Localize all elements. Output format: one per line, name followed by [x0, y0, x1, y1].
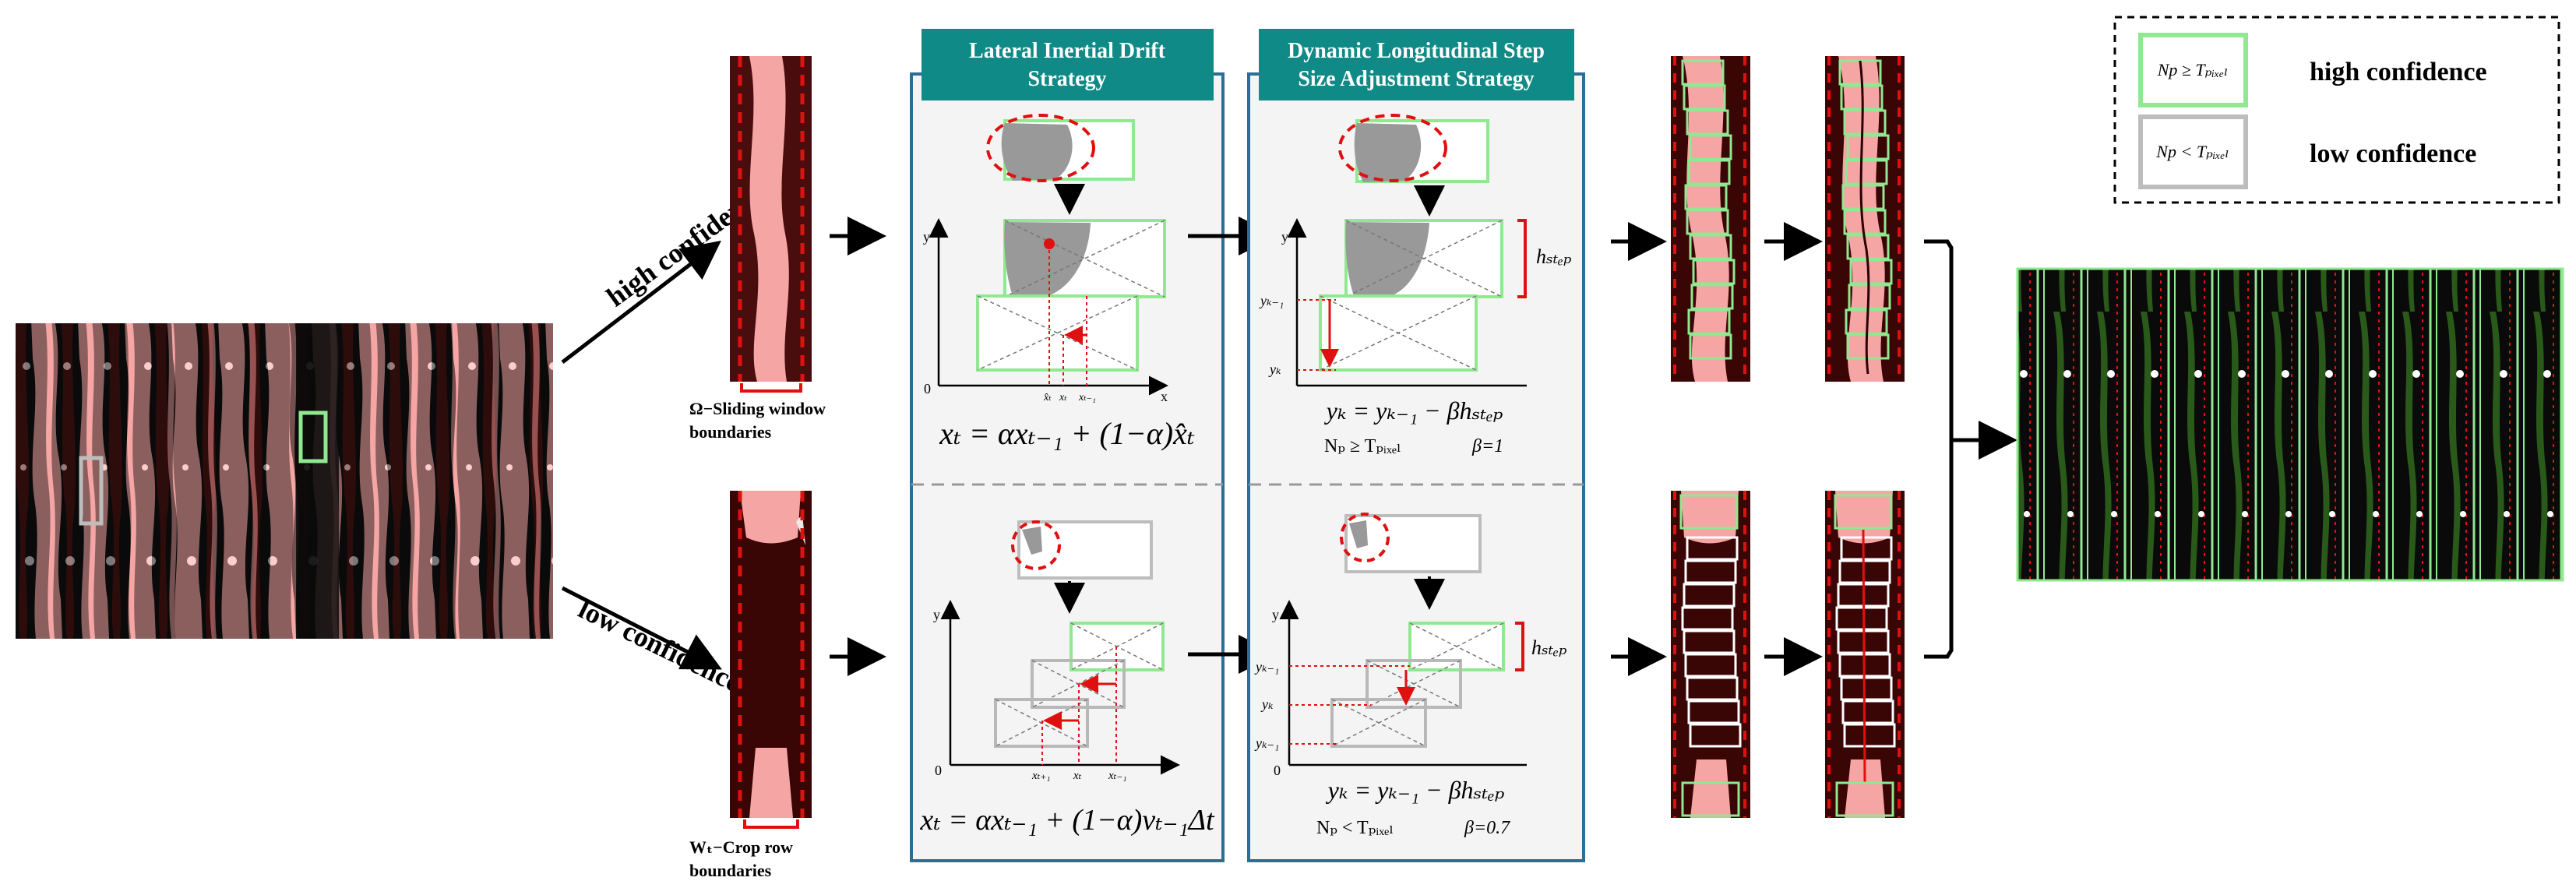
- branch-label-low: low confidence: [573, 593, 746, 698]
- lateral-high-tick-2: xₜ: [1059, 392, 1067, 403]
- longitudinal-equation-high: yₖ = yₖ₋₁ − βhₛₜₑₚ: [1324, 396, 1503, 425]
- longitudinal-low-axis-y: y: [1272, 607, 1279, 622]
- longitudinal-title: Dynamic Longitudinal Step: [1288, 39, 1545, 63]
- caption-crop-row-line2: boundaries: [689, 861, 772, 880]
- longitudinal-high-tick-1: yₖ₋₁: [1259, 293, 1284, 308]
- longitudinal-beta-low: β=0.7: [1464, 818, 1510, 838]
- input-field-image: [16, 323, 553, 639]
- input-low-confidence-box: [79, 456, 104, 526]
- longitudinal-title-line2: Size Adjustment Strategy: [1298, 67, 1534, 91]
- panel-longitudinal-step: Dynamic Longitudinal Step Size Adjustmen…: [1247, 29, 1585, 862]
- legend-condition-high: Np ≥ Tₚᵢₓₑₗ: [2157, 60, 2229, 79]
- legend-swatch-high: [2138, 33, 2248, 107]
- lateral-high-origin: 0: [924, 381, 931, 396]
- longitudinal-beta-high: β=1: [1471, 436, 1503, 456]
- branch-arrow-high: [561, 240, 721, 364]
- lateral-low-origin: 0: [935, 763, 942, 778]
- longitudinal-condition-low: Nₚ < Tₚᵢₓₑₗ: [1316, 818, 1394, 838]
- lateral-equation-low: xₜ = αxₜ₋₁ + (1−α)vₜ₋₁Δt: [919, 804, 1215, 837]
- longitudinal-low-tick-3: yₖ₋₁: [1254, 735, 1279, 751]
- strip-high-input: [730, 56, 812, 393]
- longitudinal-high-tick-2: yₖ: [1268, 361, 1281, 377]
- longitudinal-low-origin: 0: [1274, 763, 1281, 778]
- caption-sliding-window-line2: boundaries: [689, 422, 772, 442]
- lateral-low-tick-2: xₜ: [1073, 770, 1082, 782]
- result-strip-high-1: [1671, 56, 1750, 382]
- lateral-low-tick-3: xₜ₋₁: [1108, 770, 1127, 782]
- longitudinal-low-hstep: hₛₜₑₚ: [1531, 636, 1566, 659]
- output-field-image: [2016, 267, 2564, 582]
- lateral-equation-high: xₜ = αxₜ₋₁ + (1−α)x̂ₜ: [939, 416, 1195, 451]
- legend-condition-low: Np < Tₚᵢₓₑₗ: [2155, 142, 2229, 161]
- longitudinal-low-tick-2: yₖ: [1260, 696, 1274, 712]
- caption-sliding-window: Ω−Sliding window: [689, 399, 826, 418]
- legend-label-high: high confidence: [2310, 58, 2487, 86]
- lateral-low-axis-y: y: [933, 607, 940, 622]
- branch-arrow-low: [561, 586, 722, 670]
- longitudinal-equation-low: yₖ = yₖ₋₁ − βhₛₜₑₚ: [1326, 776, 1505, 804]
- caption-crop-row: Wₜ−Crop row: [689, 837, 793, 857]
- lateral-title-box: [922, 29, 1214, 100]
- lateral-high-axis-x: x: [1161, 389, 1168, 404]
- longitudinal-title-box: [1259, 29, 1574, 100]
- legend-label-low: low confidence: [2310, 139, 2476, 168]
- lateral-high-axis-y: y: [923, 229, 930, 245]
- strip-low-input: [730, 491, 812, 829]
- result-strip-low-2: [1825, 491, 1905, 818]
- lateral-low-tick-1: xₜ₊₁: [1031, 770, 1051, 782]
- lateral-high-tick-3: xₜ₋₁: [1078, 392, 1096, 403]
- lateral-title-line2: Strategy: [1027, 67, 1106, 91]
- legend-swatch-low: [2138, 115, 2248, 189]
- input-high-confidence-box: [298, 411, 328, 463]
- longitudinal-low-tick-1: yₖ₋₁: [1254, 659, 1279, 675]
- result-strip-low-1: [1671, 491, 1750, 818]
- merge-bracket: [1924, 239, 1954, 659]
- panel-lateral-drift: Lateral Inertial Drift Strategy y x 0 x̂…: [910, 29, 1225, 862]
- longitudinal-condition-high: Nₚ ≥ Tₚᵢₓₑₗ: [1324, 436, 1401, 456]
- lateral-high-tick-1: x̂ₜ: [1043, 392, 1052, 403]
- longitudinal-high-hstep: hₛₜₑₚ: [1536, 245, 1571, 268]
- lateral-title: Lateral Inertial Drift: [969, 39, 1166, 63]
- longitudinal-high-axis-y: y: [1281, 229, 1288, 245]
- result-strip-high-2: [1825, 56, 1905, 382]
- legend: Np ≥ Tₚᵢₓₑₗ high confidence Np < Tₚᵢₓₑₗ …: [2113, 16, 2560, 204]
